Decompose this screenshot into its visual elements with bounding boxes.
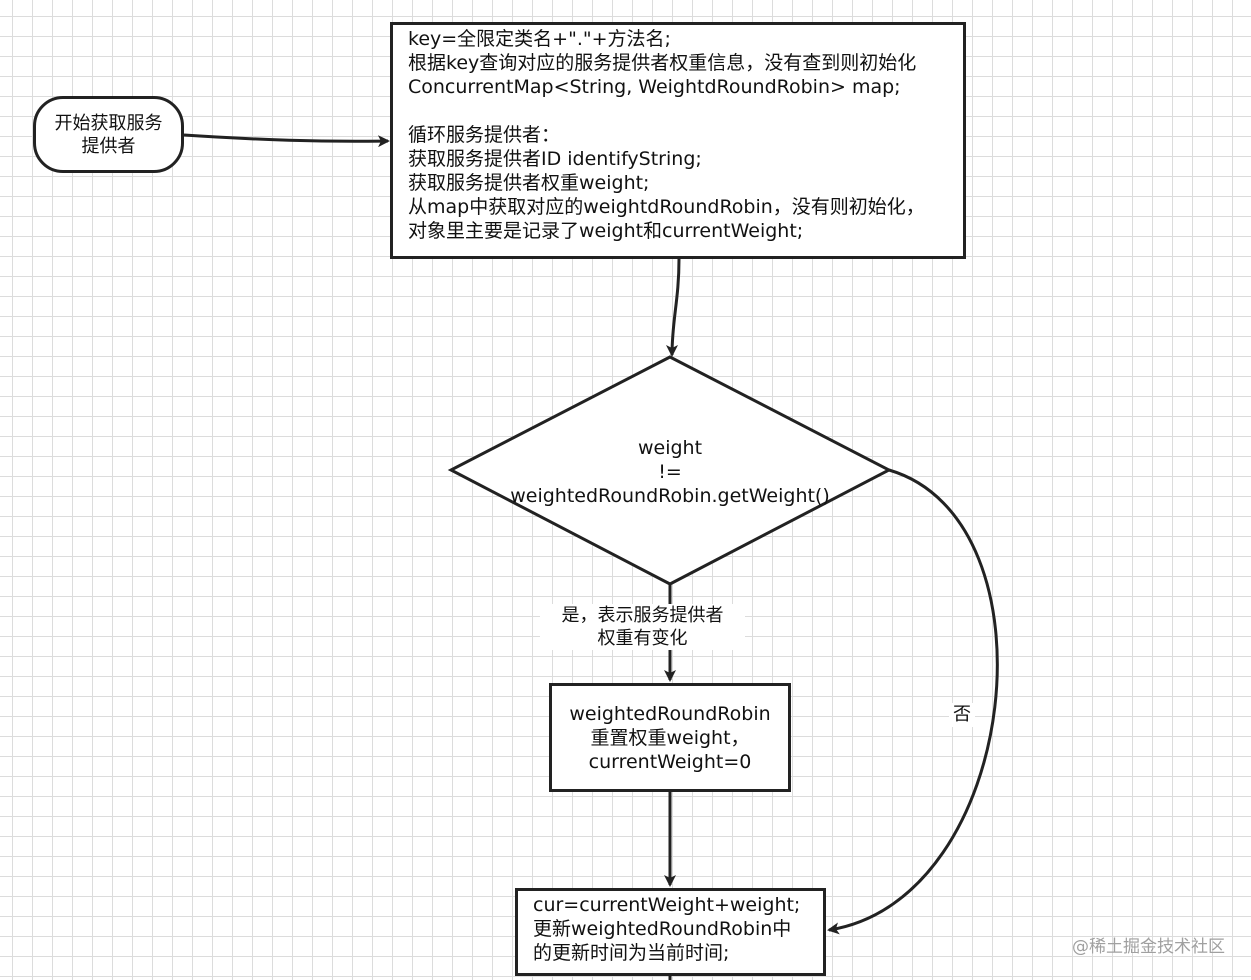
site-watermark: @稀土掘金技术社区 — [1072, 937, 1225, 957]
start-node-label: 开始获取服务 提供者 — [54, 112, 163, 157]
reset-weight-text: weightedRoundRobin 重置权重weight， currentWe… — [569, 702, 771, 773]
yes-branch-label: 是，表示服务提供者 权重有变化 — [540, 604, 745, 650]
edge-init-to-decision — [666, 258, 681, 357]
edge-start-to-init — [183, 133, 390, 148]
init-process-box: key=全限定类名+"."+方法名; 根据key查询对应的服务提供者权重信息，没… — [390, 22, 966, 259]
start-node: 开始获取服务 提供者 — [33, 96, 184, 173]
update-weight-text: cur=currentWeight+weight; 更新weightedRoun… — [533, 894, 801, 964]
decision-condition-text: weight != weightedRoundRobin.getWeight() — [510, 437, 830, 507]
update-weight-box: cur=currentWeight+weight; 更新weightedRoun… — [515, 888, 826, 976]
no-branch-label: 否 — [949, 703, 975, 727]
reset-weight-box: weightedRoundRobin 重置权重weight， currentWe… — [549, 683, 791, 792]
edge-decision-no — [827, 468, 999, 935]
init-process-text: key=全限定类名+"."+方法名; 根据key查询对应的服务提供者权重信息，没… — [408, 28, 925, 242]
